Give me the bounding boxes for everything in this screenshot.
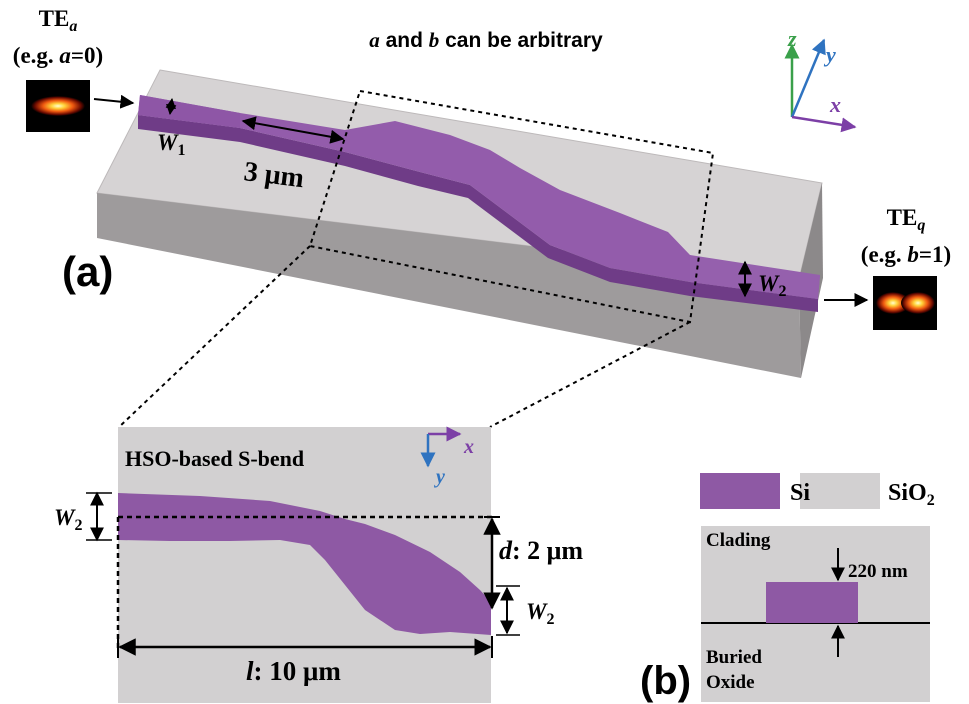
si-core xyxy=(766,582,858,623)
length-dimension-arrow xyxy=(241,116,345,144)
inset-w2-left-label: W2 xyxy=(54,505,82,534)
input-mode-label: TEa xyxy=(39,6,78,35)
thickness-label: 220 nm xyxy=(848,561,908,582)
zoom-line-left xyxy=(118,245,311,428)
output-mode-image xyxy=(873,276,937,330)
z-axis-label: z xyxy=(787,26,797,51)
inset-x-label: x xyxy=(463,436,474,458)
x-axis-arrow xyxy=(791,115,857,133)
buried-label-line2: Oxide xyxy=(706,672,755,693)
input-mode-image xyxy=(26,80,90,132)
length-l-label: l: 10 μm xyxy=(246,656,341,686)
inset-panel xyxy=(116,427,492,703)
x-axis-label: x xyxy=(829,92,841,117)
zoom-line-right xyxy=(489,321,691,428)
caption-text: a and b can be arbitrary xyxy=(369,28,603,52)
y-axis-arrow xyxy=(790,38,826,118)
axes-inset xyxy=(420,426,462,468)
inset-w2-right-label: W2 xyxy=(526,599,554,628)
length-label: 3 μm xyxy=(242,156,306,194)
w2-label-3d: W2 xyxy=(758,271,786,300)
cross-section xyxy=(701,526,930,702)
y-axis-label: y xyxy=(823,42,836,67)
s-bend-shape xyxy=(118,493,491,635)
output-example-label: (e.g. b=1) xyxy=(861,242,951,267)
legend-si-label: Si xyxy=(790,480,810,506)
input-arrow xyxy=(93,94,135,109)
inset-title: HSO-based S-bend xyxy=(125,446,304,471)
axes-3d xyxy=(784,38,857,133)
cladding-label: Clading xyxy=(706,530,771,551)
offset-d-label: d: 2 μm xyxy=(499,536,583,565)
legend-sio2-label: SiO2 xyxy=(888,480,935,509)
legend-sio2-swatch xyxy=(800,473,880,509)
panel-b-label: (b) xyxy=(640,659,691,703)
output-mode-label: TEq xyxy=(887,205,926,234)
input-example-label: (e.g. a=0) xyxy=(13,43,103,68)
buried-label-line1: Buried xyxy=(706,647,762,668)
w1-label: W1 xyxy=(157,130,185,159)
legend-si-swatch xyxy=(700,473,780,509)
panel-a-label: (a) xyxy=(62,248,113,295)
inset-y-label: y xyxy=(434,466,445,488)
w1-dimension-arrow xyxy=(165,97,177,116)
